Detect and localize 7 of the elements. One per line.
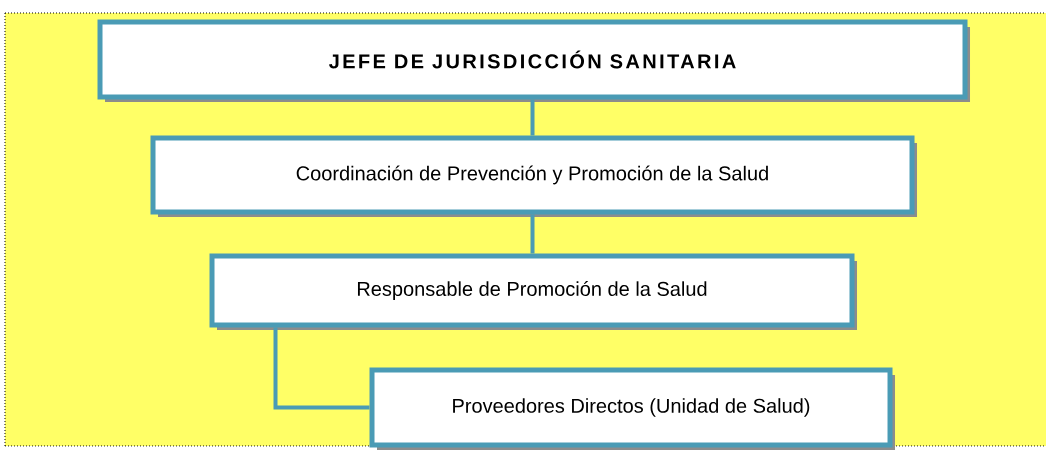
org-box: Coordinación de Prevención y Promoción de la Salud: [150, 135, 917, 217]
connector-line: [273, 327, 370, 410]
org-box: Responsable de Promoción de la Salud: [209, 253, 857, 330]
org-box: JEFE DE JURISDICCIÓN SANITARIA: [97, 19, 970, 102]
org-box: Proveedores Directos (Unidad de Salud): [369, 367, 895, 450]
connector-line: [530, 99, 535, 136]
connector-line: [530, 214, 535, 254]
